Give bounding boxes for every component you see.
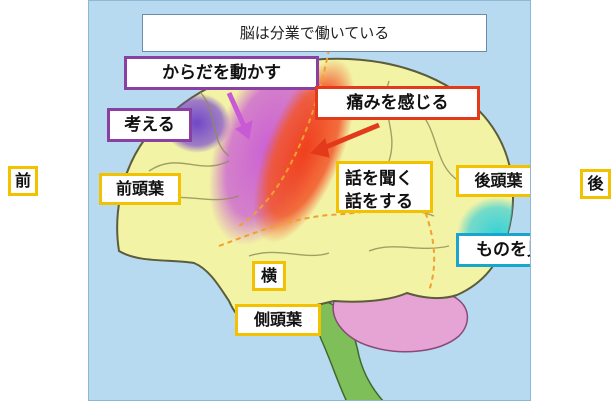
motor-arrow — [226, 91, 253, 140]
label-listen-speak: 話を聞く 話をする — [336, 161, 433, 213]
label-think: 考える — [107, 108, 192, 142]
label-frontal-lobe: 前頭葉 — [99, 173, 181, 205]
label-side: 横 — [252, 261, 286, 291]
diagram-title: 脳は分業で働いている — [142, 14, 487, 52]
label-occipital-lobe: 後頭葉 — [456, 165, 530, 197]
direction-back-label: 後 — [580, 169, 611, 199]
label-listen-line2: 話をする — [345, 191, 413, 212]
label-listen-line1: 話を聞く — [345, 169, 413, 189]
label-temporal-lobe: 側頭葉 — [235, 304, 321, 336]
label-see: ものを見る — [456, 233, 530, 267]
label-feel-pain: 痛みを感じる — [315, 86, 480, 120]
brain-diagram-panel: 脳は分業で働いている からだを動かす 考える 痛みを感じる 話を聞く 話をする … — [88, 0, 531, 401]
sensory-arrow — [310, 122, 380, 158]
label-move-body: からだを動かす — [124, 56, 319, 90]
direction-front-label: 前 — [8, 166, 38, 196]
brain-illustration — [116, 48, 515, 400]
